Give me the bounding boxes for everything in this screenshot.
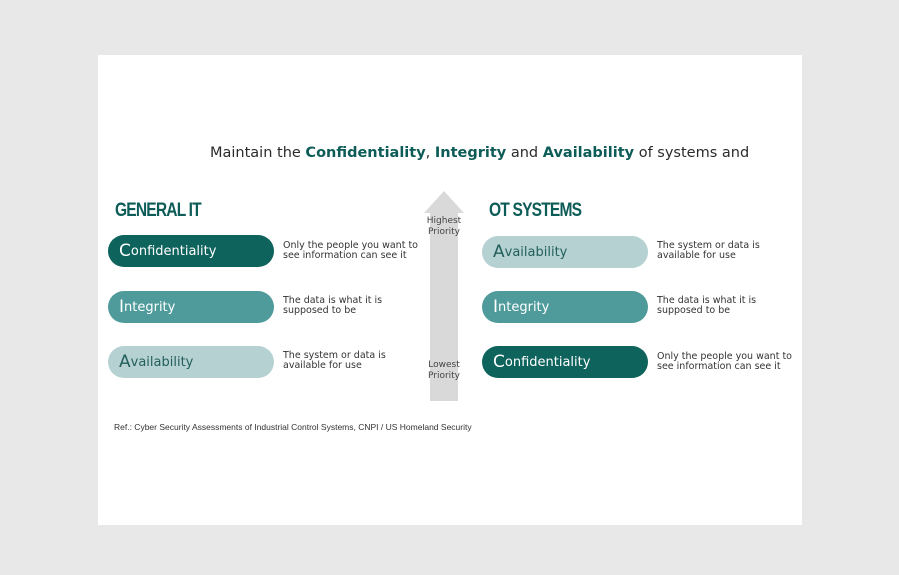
priority-arrow <box>424 191 464 401</box>
priority-arrow-shape <box>424 191 464 401</box>
ot-systems-title: OT SYSTEMS <box>489 200 582 221</box>
headline-term-confidentiality: Confidentiality <box>305 145 426 161</box>
general-it-title: GENERAL IT <box>115 200 202 221</box>
reference-note: Ref.: Cyber Security Assessments of Indu… <box>114 422 472 432</box>
headline-term-integrity: Integrity <box>434 145 507 161</box>
headline-term-availability: Availability <box>542 145 635 161</box>
headline: Maintain the Confidentiality, Integrity … <box>210 145 752 161</box>
slide: Maintain the Confidentiality, Integrity … <box>98 55 802 525</box>
